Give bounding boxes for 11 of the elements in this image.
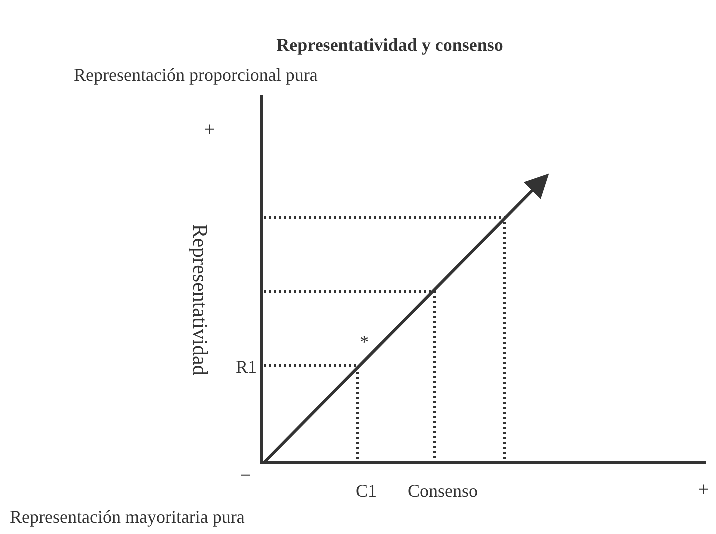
plus-sign: + [204, 120, 216, 140]
point-label: C1 [356, 482, 378, 500]
axis-title: Consenso [408, 482, 478, 500]
axis-end-label: Representación mayoritaria pura [10, 508, 245, 526]
axis-title: Representatividad [190, 224, 210, 376]
minus-sign: − [240, 466, 252, 486]
plus-sign: + [698, 480, 710, 500]
axis-end-label: Representación proporcional pura [74, 66, 318, 84]
chart-title: Representatividad y consenso [276, 36, 504, 54]
asterisk-mark: * [360, 333, 369, 351]
point-label: R1 [236, 358, 258, 376]
